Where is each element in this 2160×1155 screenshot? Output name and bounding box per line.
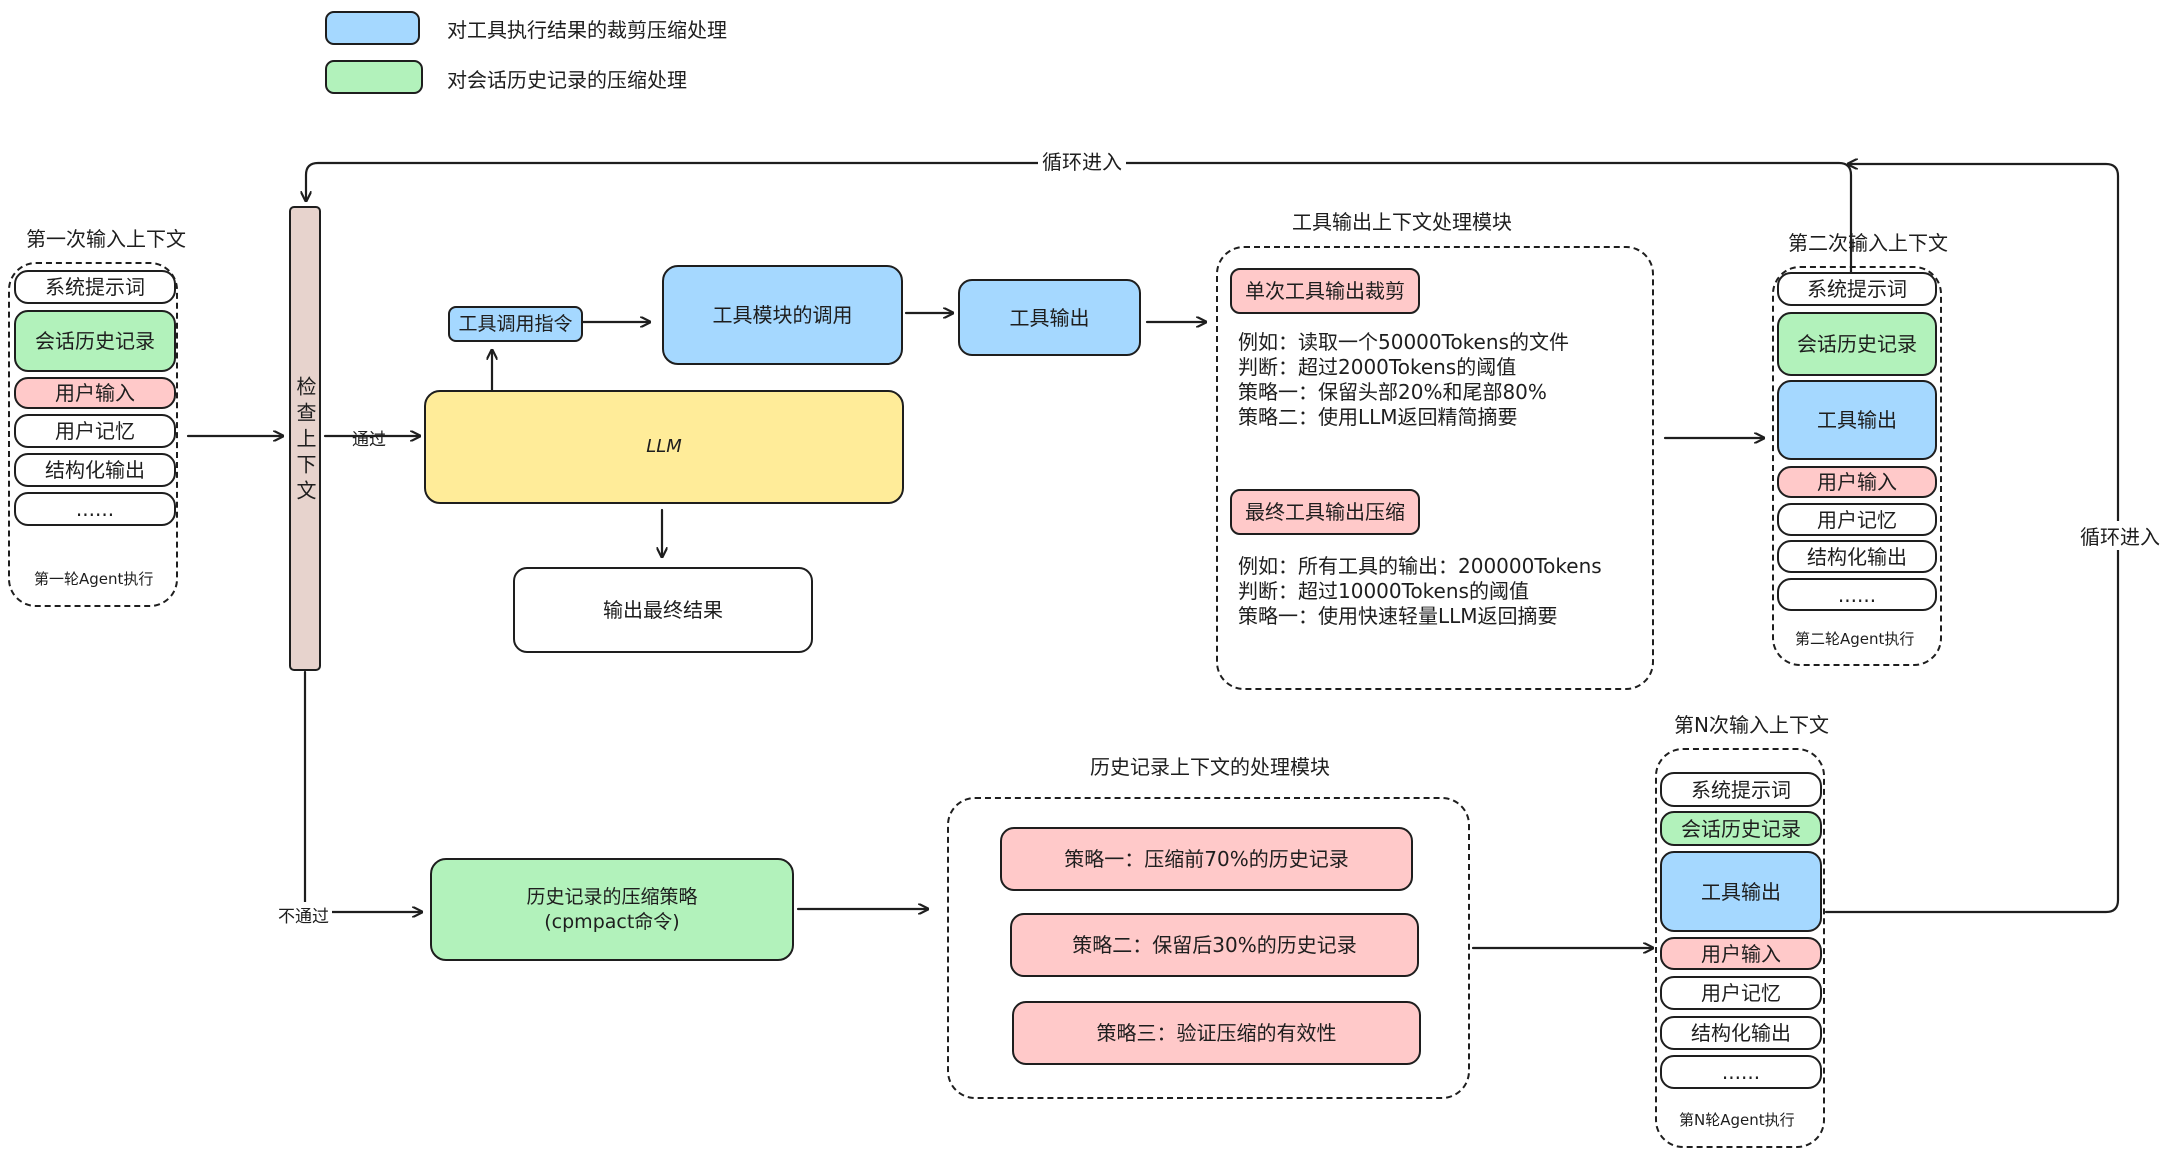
nth-context-caption: 第N轮Agent执行 bbox=[1679, 1111, 1795, 1129]
legend-green-label: 对会话历史记录的压缩处理 bbox=[447, 68, 687, 92]
nth-context-item-user-input: 用户输入 bbox=[1660, 937, 1822, 970]
final-output-box: 输出最终结果 bbox=[513, 567, 813, 653]
first-context-caption: 第一轮Agent执行 bbox=[34, 570, 154, 588]
first-context-item-user-memory: 用户记忆 bbox=[14, 414, 176, 448]
history-strategy-box: 历史记录的压缩策略 (cpmpact命令) bbox=[430, 858, 794, 961]
single-tool-output-title: 单次工具输出裁剪 bbox=[1230, 268, 1420, 314]
final-detail-line: 例如：所有工具的输出：200000Tokens bbox=[1238, 554, 1602, 578]
single-tool-output-details: 例如：读取一个50000Tokens的文件 判断：超过2000Tokens的阈值… bbox=[1238, 330, 1569, 430]
nth-context-item-history: 会话历史记录 bbox=[1660, 811, 1822, 846]
loop-label-top: 循环进入 bbox=[1038, 146, 1126, 175]
final-detail-line: 判断：超过10000Tokens的阈值 bbox=[1238, 579, 1529, 603]
second-context-item-user-input: 用户输入 bbox=[1777, 466, 1937, 498]
single-detail-line: 例如：读取一个50000Tokens的文件 bbox=[1238, 330, 1569, 354]
single-detail-line: 策略一：保留头部20%和尾部80% bbox=[1238, 380, 1547, 404]
second-context-title: 第二次输入上下文 bbox=[1788, 231, 1948, 255]
first-context-item-system-prompt: 系统提示词 bbox=[14, 270, 176, 304]
tool-module-call-box: 工具模块的调用 bbox=[662, 265, 903, 365]
history-strategy-label: 历史记录的压缩策略 (cpmpact命令) bbox=[526, 885, 698, 933]
tool-module-title: 工具输出上下文处理模块 bbox=[1292, 210, 1512, 234]
tool-output-box: 工具输出 bbox=[958, 279, 1141, 356]
first-context-item-user-input: 用户输入 bbox=[14, 377, 176, 409]
legend-green-swatch bbox=[325, 60, 423, 94]
history-module-container bbox=[947, 797, 1470, 1099]
legend-blue-label: 对工具执行结果的裁剪压缩处理 bbox=[447, 18, 727, 42]
llm-box: LLM bbox=[424, 390, 904, 504]
check-context-bar bbox=[289, 206, 321, 671]
history-strategy-3: 策略三：验证压缩的有效性 bbox=[1012, 1001, 1421, 1065]
check-context-label: 检查上下文 bbox=[293, 376, 317, 506]
single-detail-line: 策略二：使用LLM返回精简摘要 bbox=[1238, 405, 1518, 429]
arrow-check-down-fail bbox=[303, 670, 424, 912]
first-context-title: 第一次输入上下文 bbox=[26, 227, 186, 251]
pass-label: 通过 bbox=[352, 430, 386, 450]
legend-blue-swatch bbox=[325, 11, 420, 45]
tool-command-box: 工具调用指令 bbox=[448, 306, 583, 342]
first-context-item-more: ...... bbox=[14, 492, 176, 526]
history-strategy-2: 策略二：保留后30%的历史记录 bbox=[1010, 913, 1419, 977]
second-context-caption: 第二轮Agent执行 bbox=[1795, 630, 1915, 648]
first-context-item-structured-output: 结构化输出 bbox=[14, 453, 176, 487]
final-tool-output-title: 最终工具输出压缩 bbox=[1230, 489, 1420, 535]
second-context-item-tool-output: 工具输出 bbox=[1777, 380, 1937, 460]
first-context-item-history: 会话历史记录 bbox=[14, 310, 176, 372]
nth-context-item-system-prompt: 系统提示词 bbox=[1660, 772, 1822, 807]
history-strategy-1: 策略一：压缩前70%的历史记录 bbox=[1000, 827, 1413, 891]
second-context-item-history: 会话历史记录 bbox=[1777, 312, 1937, 376]
nth-context-item-tool-output: 工具输出 bbox=[1660, 851, 1822, 932]
first-context-container bbox=[8, 262, 178, 607]
second-context-item-structured-output: 结构化输出 bbox=[1777, 540, 1937, 573]
final-tool-output-details: 例如：所有工具的输出：200000Tokens 判断：超过10000Tokens… bbox=[1238, 554, 1602, 629]
second-context-item-user-memory: 用户记忆 bbox=[1777, 503, 1937, 536]
nth-context-container bbox=[1655, 748, 1825, 1148]
nth-context-item-structured-output: 结构化输出 bbox=[1660, 1016, 1822, 1050]
loop-label-right: 循环进入 bbox=[2078, 521, 2160, 550]
second-context-item-more: ...... bbox=[1777, 578, 1937, 611]
nth-context-item-more: ...... bbox=[1660, 1055, 1822, 1089]
second-context-container bbox=[1772, 266, 1942, 666]
tool-module-container bbox=[1216, 246, 1654, 690]
second-context-item-system-prompt: 系统提示词 bbox=[1777, 272, 1937, 306]
nth-context-item-user-memory: 用户记忆 bbox=[1660, 976, 1822, 1010]
fail-label: 不通过 bbox=[275, 902, 332, 927]
llm-label: LLM bbox=[646, 436, 682, 458]
final-detail-line: 策略一：使用快速轻量LLM返回摘要 bbox=[1238, 604, 1558, 628]
single-detail-line: 判断：超过2000Tokens的阈值 bbox=[1238, 355, 1517, 379]
history-module-title: 历史记录上下文的处理模块 bbox=[1090, 755, 1330, 779]
nth-context-title: 第N次输入上下文 bbox=[1674, 713, 1829, 737]
